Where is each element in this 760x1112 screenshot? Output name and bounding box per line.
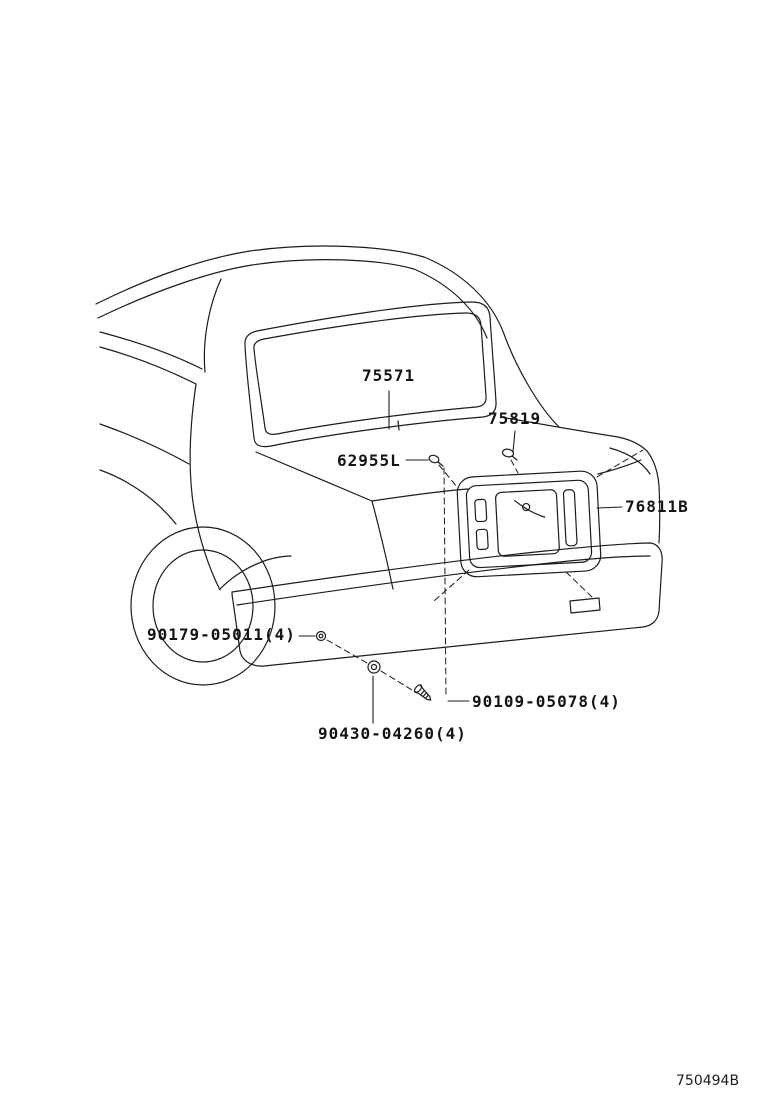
- drawing-number: 750494B: [676, 1073, 740, 1089]
- leader-lines: [298, 390, 623, 724]
- part-label-90179-05011: 90179-05011(4): [147, 625, 296, 644]
- part-label-75571: 75571: [362, 366, 416, 385]
- screw-90109: [413, 684, 432, 701]
- fastener-90179: [315, 630, 327, 642]
- part-label-62955l: 62955L: [337, 451, 401, 470]
- assembly-dashed-lines: [326, 449, 644, 698]
- clip-75819: [501, 448, 518, 461]
- trunk-and-quarters: [255, 416, 661, 590]
- part-label-90430-04260: 90430-04260(4): [318, 724, 467, 743]
- rear-window-moulding: [244, 301, 497, 448]
- roof-outline: [95, 245, 560, 428]
- rear-bumper: [231, 542, 663, 667]
- part-label-90109-05078: 90109-05078(4): [472, 692, 621, 711]
- grommet-90430: [367, 660, 381, 674]
- fastener-62955l: [428, 454, 444, 467]
- part-label-76811b: 76811B: [625, 497, 689, 516]
- left-body-side: [99, 278, 292, 591]
- rear-wheel: [130, 526, 276, 686]
- license-garnish: [456, 470, 602, 578]
- part-label-75819: 75819: [488, 409, 542, 428]
